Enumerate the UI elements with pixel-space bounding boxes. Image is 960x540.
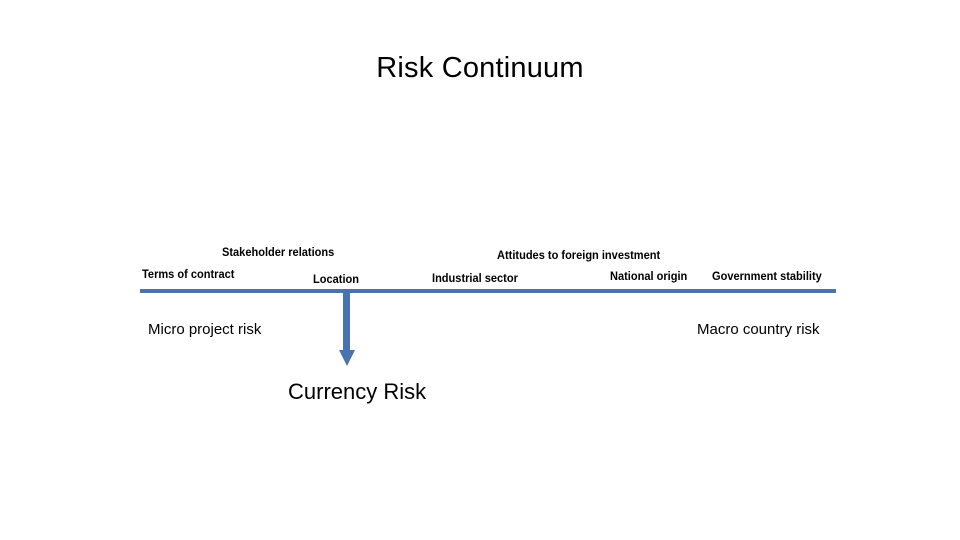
continuum-label-government-stability: Government stability — [712, 269, 822, 283]
continuum-end-label-right: Macro country risk — [697, 321, 820, 338]
page-title: Risk Continuum — [376, 52, 584, 84]
continuum-label-location: Location — [313, 272, 359, 286]
continuum-end-label-left: Micro project risk — [148, 321, 262, 338]
continuum-axis-line — [140, 289, 836, 293]
continuum-label-stakeholder-relations: Stakeholder relations — [222, 245, 335, 259]
continuum-label-industrial-sector: Industrial sector — [432, 271, 518, 285]
continuum-label-national-origin: National origin — [610, 269, 688, 283]
arrow-label-currency-risk: Currency Risk — [288, 379, 427, 404]
continuum-label-terms-of-contract: Terms of contract — [142, 267, 235, 281]
continuum-label-attitudes-to-foreign-investment: Attitudes to foreign investment — [497, 248, 661, 262]
down-arrow-icon-shaft — [343, 290, 350, 352]
down-arrow-icon-head — [339, 350, 355, 366]
